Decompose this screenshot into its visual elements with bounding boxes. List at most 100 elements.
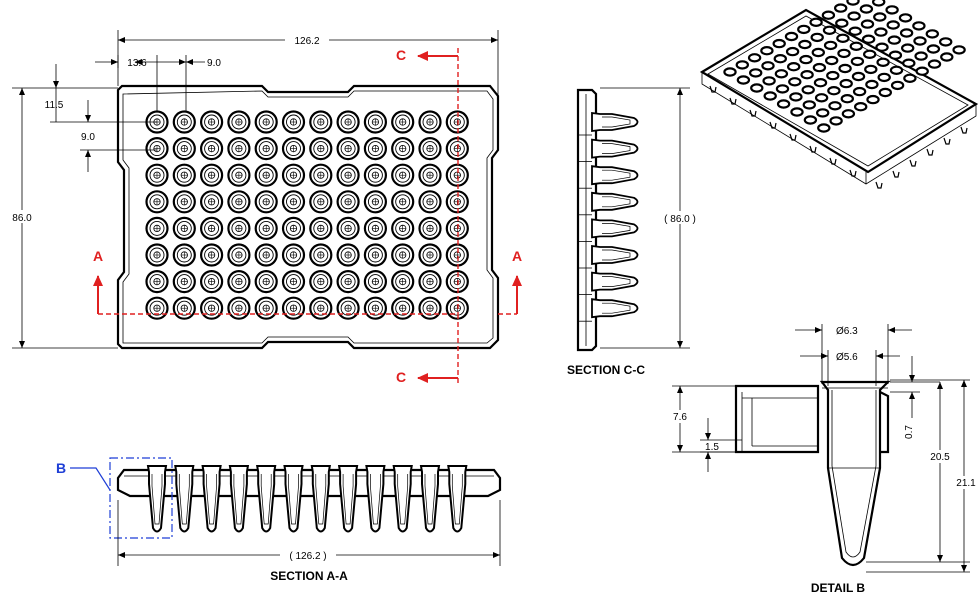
cc-tube bbox=[578, 138, 639, 163]
iso-well bbox=[838, 63, 852, 74]
well bbox=[309, 216, 333, 240]
iso-well bbox=[834, 3, 848, 13]
iso-well bbox=[763, 91, 777, 101]
section-cc-tubes bbox=[578, 111, 639, 322]
aa-tube bbox=[201, 465, 222, 533]
iso-well bbox=[875, 42, 889, 52]
iso-well bbox=[874, 27, 888, 37]
section-aa-tubes bbox=[146, 465, 468, 533]
iso-tip bbox=[943, 137, 951, 145]
overall-height-dim: 86.0 bbox=[12, 213, 32, 224]
aa-tube bbox=[365, 465, 386, 533]
well bbox=[336, 243, 360, 267]
plate-top-view bbox=[116, 84, 500, 350]
well bbox=[145, 296, 169, 320]
iso-well bbox=[847, 11, 861, 21]
section-lines: A A C C bbox=[93, 47, 522, 385]
iso-well bbox=[814, 93, 829, 103]
iso-well bbox=[837, 48, 851, 59]
iso-well bbox=[816, 108, 830, 118]
section-cc-view: ( 86.0 ) SECTION C-C bbox=[567, 87, 706, 377]
well bbox=[227, 137, 251, 161]
well bbox=[363, 110, 387, 134]
iso-well bbox=[761, 61, 775, 71]
iso-tip bbox=[809, 145, 817, 153]
well bbox=[418, 216, 442, 240]
detail-b-leader bbox=[70, 467, 111, 491]
iso-well bbox=[749, 68, 763, 78]
iso-well bbox=[813, 77, 828, 88]
iso-well bbox=[789, 92, 803, 102]
cc-height-dim: ( 86.0 ) bbox=[664, 214, 696, 225]
well bbox=[391, 163, 415, 187]
aa-tube bbox=[419, 465, 441, 533]
iso-tip bbox=[829, 157, 837, 165]
iso-well bbox=[811, 47, 826, 58]
iso-well bbox=[821, 10, 836, 20]
section-c-bottom-label: C bbox=[396, 369, 406, 385]
iso-well bbox=[801, 85, 815, 95]
well bbox=[227, 163, 251, 187]
well bbox=[227, 296, 251, 320]
isometric-view bbox=[699, 0, 979, 189]
iso-well bbox=[873, 12, 887, 22]
iso-well bbox=[787, 61, 801, 72]
well bbox=[200, 216, 224, 240]
iso-well bbox=[865, 79, 879, 90]
iso-well bbox=[790, 107, 804, 117]
well bbox=[391, 270, 415, 294]
iso-well bbox=[736, 75, 751, 85]
well bbox=[254, 296, 278, 320]
iso-well bbox=[822, 25, 837, 35]
aa-width-dim: ( 126.2 ) bbox=[289, 551, 326, 562]
well bbox=[363, 137, 387, 161]
iso-tip bbox=[749, 109, 757, 117]
iso-well bbox=[899, 28, 914, 38]
iso-well bbox=[912, 21, 926, 31]
iso-well bbox=[872, 0, 886, 7]
overall-width-dim: 126.2 bbox=[294, 36, 319, 47]
col-pitch-dim: 9.0 bbox=[207, 58, 221, 69]
section-a-right-label: A bbox=[512, 248, 522, 264]
aa-tube bbox=[392, 465, 413, 533]
well bbox=[281, 296, 306, 320]
iso-well bbox=[913, 36, 927, 46]
aa-tube bbox=[337, 465, 359, 533]
well bbox=[336, 163, 360, 187]
iso-well bbox=[877, 72, 891, 83]
well bbox=[254, 110, 278, 134]
iso-well bbox=[798, 39, 812, 50]
well bbox=[200, 137, 224, 161]
iso-well bbox=[952, 45, 966, 55]
well bbox=[309, 296, 333, 320]
well bbox=[254, 190, 278, 214]
iso-well bbox=[797, 24, 811, 35]
iso-well bbox=[851, 71, 866, 82]
well bbox=[281, 190, 306, 214]
iso-well bbox=[772, 38, 786, 49]
iso-well bbox=[866, 94, 880, 105]
well bbox=[309, 190, 333, 214]
cc-tube bbox=[578, 191, 639, 216]
iso-tip bbox=[769, 121, 777, 129]
iso-well bbox=[835, 18, 849, 28]
aa-tube bbox=[310, 465, 331, 533]
iso-well bbox=[887, 35, 902, 45]
iso-well bbox=[849, 41, 864, 52]
well bbox=[227, 190, 251, 214]
cc-tube bbox=[578, 111, 639, 136]
cc-tube bbox=[578, 244, 639, 269]
well bbox=[145, 216, 169, 240]
well bbox=[281, 163, 306, 187]
well bbox=[336, 110, 360, 134]
well bbox=[281, 216, 306, 240]
well bbox=[172, 243, 196, 267]
well bbox=[200, 110, 224, 134]
well bbox=[336, 137, 360, 161]
detail-b-callout-box bbox=[109, 457, 173, 539]
well bbox=[172, 190, 196, 214]
iso-well bbox=[940, 52, 954, 62]
well bbox=[391, 190, 415, 214]
well bbox=[418, 163, 442, 187]
well bbox=[145, 190, 169, 214]
